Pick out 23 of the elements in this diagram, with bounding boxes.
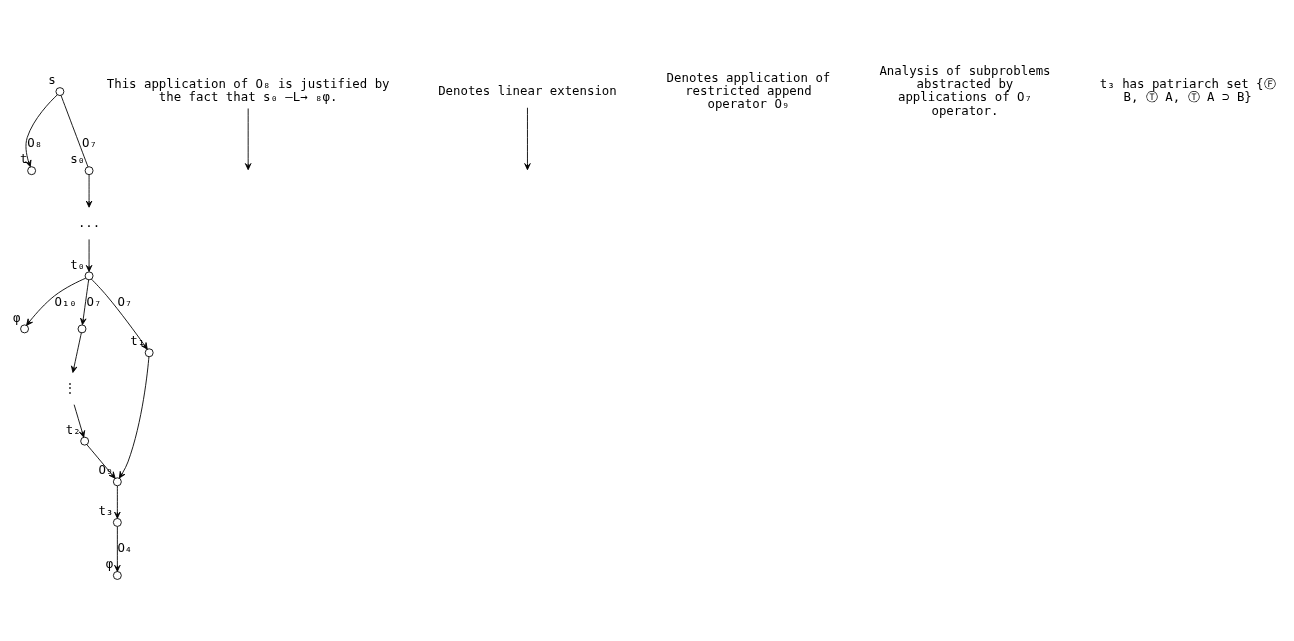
label: Analysis of subproblems abstracted by applications of O₇ operator.: [879, 63, 1051, 118]
node-label: t₁: [130, 334, 146, 349]
node-text: Denotes linear extension: [438, 83, 617, 98]
node-text: ...: [77, 215, 101, 230]
node-label: φ: [12, 310, 21, 325]
node-label: t₃: [98, 504, 114, 519]
label: Denotes application of restricted append operator O₉: [666, 70, 831, 112]
label: t₃ has patriarch set {Ⓕ B, Ⓣ A, Ⓣ A ⊃ B}: [1099, 77, 1276, 105]
edge-label: O₁₀: [54, 294, 77, 309]
node-label: t₂: [65, 422, 81, 437]
node-label: s₀: [70, 152, 86, 167]
edge-label: O₇: [86, 294, 102, 309]
edge-label: O₇: [117, 294, 133, 309]
edge-label: O₇: [82, 136, 97, 151]
edge-label: O₄: [117, 541, 133, 556]
node-label: O₉: [98, 463, 114, 478]
node-text: This application of O₈ is justified by the fact that s₀ —L→ ₈φ.: [106, 77, 390, 105]
node-label: φ: [105, 557, 114, 572]
node-text: ⋮: [63, 380, 76, 395]
node-label: t₀: [70, 257, 86, 272]
edge-label: O₈: [27, 136, 43, 151]
node-label: s: [48, 73, 56, 88]
node-label: t: [19, 152, 28, 167]
